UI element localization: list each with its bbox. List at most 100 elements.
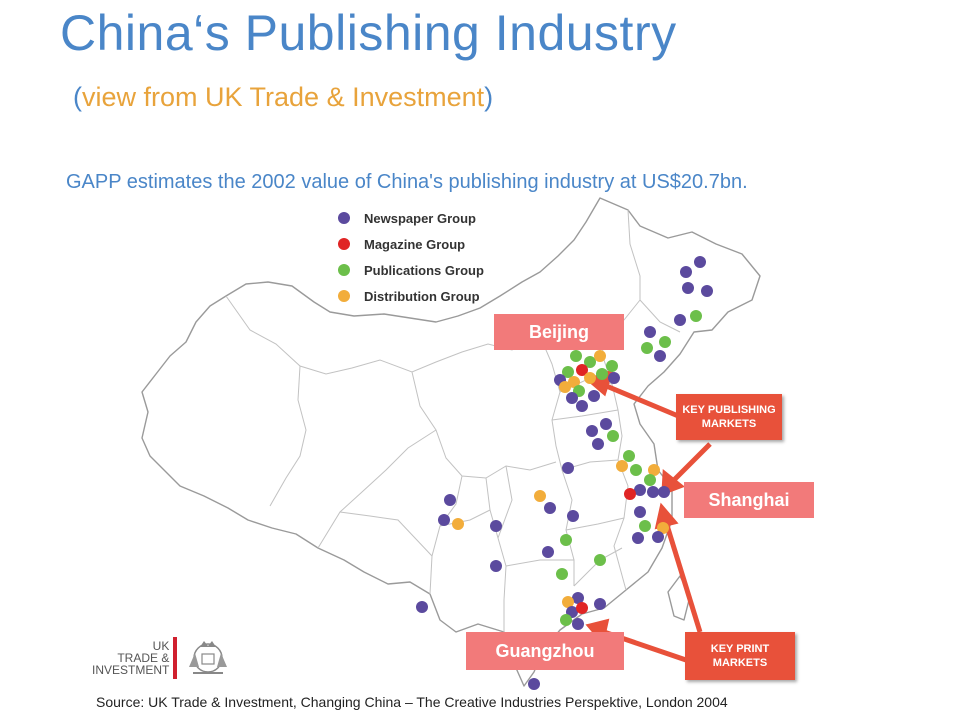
legend-label: Magazine Group bbox=[364, 236, 466, 252]
newspaper-dot bbox=[694, 256, 706, 268]
royal-crest-icon bbox=[189, 641, 228, 674]
legend-item-publications: Publications Group bbox=[338, 257, 484, 283]
publications-dot bbox=[562, 366, 574, 378]
dots bbox=[416, 256, 713, 690]
publications-dot bbox=[560, 534, 572, 546]
map-legend: Newspaper Group Magazine Group Publicati… bbox=[338, 205, 484, 309]
distribution-dot bbox=[594, 350, 606, 362]
legend-item-distribution: Distribution Group bbox=[338, 283, 484, 309]
uk-trade-investment-logo: UK TRADE & INVESTMENT bbox=[92, 637, 231, 679]
arrows bbox=[585, 368, 712, 663]
publications-dot bbox=[556, 568, 568, 580]
distribution-dot bbox=[584, 372, 596, 384]
publications-dot bbox=[641, 342, 653, 354]
newspaper-dot bbox=[490, 520, 502, 532]
distribution-dot bbox=[568, 376, 580, 388]
newspaper-dot bbox=[576, 400, 588, 412]
legend-item-magazine: Magazine Group bbox=[338, 231, 484, 257]
magazine-dot bbox=[576, 602, 588, 614]
newspaper-dot bbox=[594, 598, 606, 610]
subtitle-close-paren: ) bbox=[484, 82, 494, 112]
market-line: KEY PUBLISHING bbox=[682, 404, 776, 416]
legend-label: Newspaper Group bbox=[364, 210, 476, 226]
newspaper-dot bbox=[658, 486, 670, 498]
newspaper-dot bbox=[600, 418, 612, 430]
publications-dot bbox=[596, 368, 608, 380]
distribution-dot bbox=[562, 596, 574, 608]
magazine-dot bbox=[576, 364, 588, 376]
page-subtitle: (view from UK Trade & Investment) bbox=[73, 82, 493, 113]
publications-dot bbox=[623, 450, 635, 462]
legend-item-newspaper: Newspaper Group bbox=[338, 205, 484, 231]
city-label-guangzhou: Guangzhou bbox=[466, 632, 624, 670]
source-citation: Source: UK Trade & Investment, Changing … bbox=[96, 694, 728, 710]
subtitle-text: view from UK Trade & Investment bbox=[82, 82, 485, 112]
magazine-dot-icon bbox=[338, 238, 350, 250]
logo-text: UK TRADE & INVESTMENT bbox=[92, 640, 173, 676]
newspaper-dot bbox=[680, 266, 692, 278]
logo-line: UK bbox=[152, 639, 170, 653]
distribution-dot bbox=[616, 460, 628, 472]
legend-label: Publications Group bbox=[364, 262, 484, 278]
publications-dot bbox=[639, 520, 651, 532]
newspaper-dot bbox=[608, 372, 620, 384]
newspaper-dot bbox=[634, 484, 646, 496]
logo-red-bar bbox=[173, 637, 178, 679]
newspaper-dot bbox=[490, 560, 502, 572]
page-title: China‘s Publishing Industry bbox=[60, 5, 677, 61]
distribution-dot bbox=[452, 518, 464, 530]
newspaper-dot bbox=[566, 392, 578, 404]
newspaper-dot bbox=[544, 502, 556, 514]
newspaper-dot bbox=[572, 618, 584, 630]
publications-dot bbox=[659, 336, 671, 348]
market-line: MARKETS bbox=[712, 657, 768, 669]
publications-dot bbox=[644, 474, 656, 486]
newspaper-dot bbox=[632, 532, 644, 544]
stat-text: GAPP estimates the 2002 value of China's… bbox=[66, 171, 748, 193]
newspaper-dot bbox=[588, 390, 600, 402]
publications-dot bbox=[560, 614, 572, 626]
distribution-dot bbox=[534, 490, 546, 502]
subtitle-open-paren: ( bbox=[73, 82, 82, 112]
logo-line: INVESTMENT bbox=[92, 663, 170, 677]
market-line: KEY PRINT bbox=[710, 643, 770, 655]
market-line: MARKETS bbox=[701, 418, 757, 430]
newspaper-dot-icon bbox=[338, 212, 350, 224]
distribution-dot bbox=[559, 381, 571, 393]
newspaper-dot bbox=[528, 678, 540, 690]
newspaper-dot bbox=[647, 486, 659, 498]
distribution-dot bbox=[657, 522, 669, 534]
publications-dot bbox=[630, 464, 642, 476]
key-print-markets-box: KEY PRINT MARKETS bbox=[685, 632, 795, 680]
newspaper-dot bbox=[674, 314, 686, 326]
magazine-dot bbox=[624, 488, 636, 500]
publications-dot bbox=[607, 430, 619, 442]
distribution-dot bbox=[648, 464, 660, 476]
newspaper-dot bbox=[592, 438, 604, 450]
publications-dot bbox=[594, 554, 606, 566]
newspaper-dot bbox=[586, 425, 598, 437]
newspaper-dot bbox=[542, 546, 554, 558]
newspaper-dot bbox=[444, 494, 456, 506]
publications-dot bbox=[606, 360, 618, 372]
newspaper-dot bbox=[416, 601, 428, 613]
newspaper-dot bbox=[701, 285, 713, 297]
newspaper-dot bbox=[652, 531, 664, 543]
legend-label: Distribution Group bbox=[364, 288, 480, 304]
newspaper-dot bbox=[644, 326, 656, 338]
publications-dot bbox=[690, 310, 702, 322]
key-publishing-markets-box: KEY PUBLISHING MARKETS bbox=[676, 394, 782, 440]
publications-dot bbox=[570, 350, 582, 362]
publications-dot bbox=[584, 356, 596, 368]
newspaper-dot bbox=[562, 462, 574, 474]
newspaper-dot bbox=[572, 592, 584, 604]
newspaper-dot bbox=[438, 514, 450, 526]
city-label-shanghai: Shanghai bbox=[684, 482, 814, 518]
city-label-beijing: Beijing bbox=[494, 314, 624, 350]
distribution-dot-icon bbox=[338, 290, 350, 302]
publications-dot-icon bbox=[338, 264, 350, 276]
logo-line: TRADE & bbox=[117, 651, 170, 665]
newspaper-dot bbox=[654, 350, 666, 362]
newspaper-dot bbox=[634, 506, 646, 518]
